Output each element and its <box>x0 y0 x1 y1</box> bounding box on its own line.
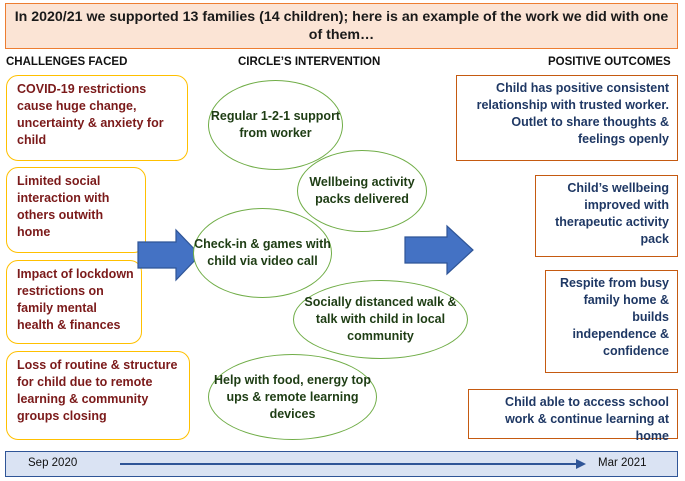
challenge-text: Loss of routine & structure for child du… <box>17 358 178 423</box>
challenge-text: Limited social interaction with others o… <box>17 174 110 239</box>
challenge-text: COVID-19 restrictions cause huge change,… <box>17 82 164 147</box>
right-arrow-icon <box>404 224 474 276</box>
challenge-box-lockdown: Impact of lockdown restrictions on famil… <box>6 260 142 344</box>
intervention-text: Wellbeing activity packs delivered <box>309 175 415 206</box>
intervention-heading: CIRCLE’S INTERVENTION <box>238 56 381 68</box>
outcome-box-wellbeing: Child’s wellbeing improved with therapeu… <box>535 175 678 257</box>
challenge-text: Impact of lockdown restrictions on famil… <box>17 267 134 332</box>
challenge-box-routine: Loss of routine & structure for child du… <box>6 351 190 440</box>
outcome-text: Child’s wellbeing improved with therapeu… <box>555 181 669 246</box>
header-banner: In 2020/21 we supported 13 families (14 … <box>5 3 678 49</box>
challenge-box-covid: COVID-19 restrictions cause huge change,… <box>6 75 188 161</box>
timeline-arrow-icon <box>120 459 586 469</box>
intervention-one-to-one: Regular 1-2-1 support from worker <box>208 80 343 170</box>
timeline-bar: Sep 2020 Mar 2021 <box>5 451 678 477</box>
outcome-box-respite: Respite from busy family home & builds i… <box>545 270 678 373</box>
intervention-video-call: Check-in & games with child via video ca… <box>193 208 332 298</box>
timeline-start: Sep 2020 <box>28 457 78 469</box>
outcome-text: Child able to access school work & conti… <box>505 395 669 443</box>
intervention-text: Regular 1-2-1 support from worker <box>210 109 341 140</box>
outcome-box-relationship: Child has positive consistent relationsh… <box>456 75 678 161</box>
intervention-text: Help with food, energy top ups & remote … <box>214 372 371 421</box>
intervention-text: Check-in & games with child via video ca… <box>194 237 331 268</box>
outcome-text: Respite from busy family home & builds i… <box>559 276 669 358</box>
outcome-text: Child has positive consistent relationsh… <box>476 81 669 146</box>
intervention-activity-packs: Wellbeing activity packs delivered <box>297 150 427 232</box>
banner-text: In 2020/21 we supported 13 families (14 … <box>14 9 669 43</box>
outcome-box-school: Child able to access school work & conti… <box>468 389 678 443</box>
intervention-walk-talk: Socially distanced walk & talk with chil… <box>293 280 468 359</box>
right-arrow-icon <box>137 228 201 282</box>
intervention-food-devices: Help with food, energy top ups & remote … <box>208 354 377 440</box>
outcomes-heading: POSITIVE OUTCOMES <box>548 56 671 68</box>
timeline-end: Mar 2021 <box>598 457 647 469</box>
challenge-box-social: Limited social interaction with others o… <box>6 167 146 253</box>
intervention-text: Socially distanced walk & talk with chil… <box>304 295 457 343</box>
challenges-heading: CHALLENGES FACED <box>6 56 128 68</box>
